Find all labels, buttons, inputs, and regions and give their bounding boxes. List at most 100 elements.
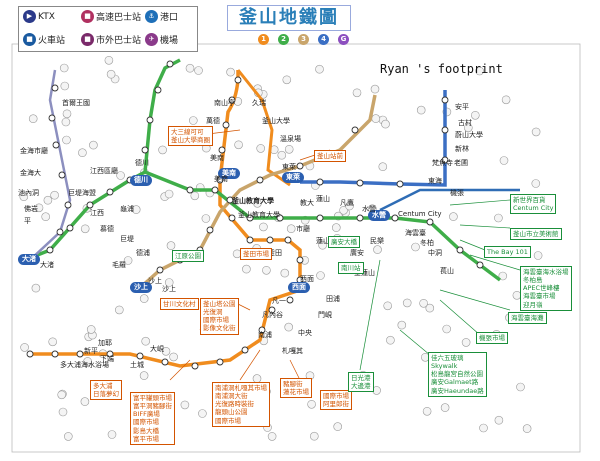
station-label[interactable]: 東萊 xyxy=(282,163,296,171)
station-label[interactable]: 機張 xyxy=(450,189,464,197)
station-label[interactable]: 田浦 xyxy=(326,295,340,303)
station-dot[interactable] xyxy=(48,114,56,122)
station-label[interactable]: 多大浦海水浴場 xyxy=(60,361,109,369)
station-dot[interactable] xyxy=(234,76,242,84)
station-label[interactable]: 溫泉場 xyxy=(280,135,301,143)
station-dot[interactable] xyxy=(46,246,54,254)
station-label[interactable]: 龜浦 xyxy=(120,205,134,213)
station-label[interactable]: 毛羅 xyxy=(112,261,126,269)
station-dot[interactable] xyxy=(56,228,64,236)
station-label[interactable]: 池內洞 xyxy=(18,189,39,197)
station-dot[interactable] xyxy=(58,171,66,179)
station-dot[interactable] xyxy=(316,178,324,186)
station-label[interactable]: 老圃 xyxy=(454,159,468,167)
station-label[interactable]: 南山亭 xyxy=(214,99,235,107)
station-label[interactable]: 土城 xyxy=(130,361,144,369)
station-dot[interactable] xyxy=(396,180,404,188)
station-dot[interactable] xyxy=(218,146,226,154)
station-label[interactable]: 新平 xyxy=(84,347,98,355)
station-label[interactable]: 久瑞 xyxy=(252,99,266,107)
station-dot[interactable] xyxy=(228,214,236,222)
station-dot[interactable] xyxy=(296,162,304,170)
station-label[interactable]: 德浦 xyxy=(136,249,150,257)
station-dot[interactable] xyxy=(356,214,364,222)
station-label[interactable]: 首爾王國 xyxy=(62,99,90,107)
station-dot[interactable] xyxy=(258,326,266,334)
station-label[interactable]: 廣安 xyxy=(350,249,364,257)
station-dot[interactable] xyxy=(246,236,254,244)
station-label[interactable]: 西面 xyxy=(300,275,314,283)
station-label[interactable]: 市廳 xyxy=(296,225,310,233)
station-dot[interactable] xyxy=(146,116,154,124)
station-label[interactable]: 德川 xyxy=(135,159,149,167)
station-label[interactable]: 蓮山 xyxy=(316,237,330,245)
station-label[interactable]: 梵魚寺 xyxy=(432,159,453,167)
station-label[interactable]: 江西區廳 xyxy=(90,167,118,175)
station-dot[interactable] xyxy=(284,236,292,244)
station-dot[interactable] xyxy=(211,186,219,194)
station-label[interactable]: 巨堤 xyxy=(120,235,134,243)
station-label[interactable]: 釜山大學 xyxy=(262,117,290,125)
station-label[interactable]: 門峴 xyxy=(318,311,332,319)
station-dot[interactable] xyxy=(191,362,199,370)
station-dot[interactable] xyxy=(222,121,230,129)
station-dot[interactable] xyxy=(76,350,84,358)
station-label[interactable]: 凡鷹 xyxy=(340,199,354,207)
station-label[interactable]: 新林 xyxy=(455,145,469,153)
station-dot[interactable] xyxy=(156,266,164,274)
station-label[interactable]: 蓮山 xyxy=(316,195,330,203)
station-dot[interactable] xyxy=(241,346,249,354)
station-dot[interactable] xyxy=(106,188,114,196)
station-dot[interactable] xyxy=(216,358,224,366)
station-label[interactable]: 東海 xyxy=(428,177,442,185)
station-dot[interactable] xyxy=(441,126,449,134)
station-label[interactable]: 海雲臺 xyxy=(405,229,426,237)
station-dot[interactable] xyxy=(316,214,324,222)
station-dot[interactable] xyxy=(441,156,449,164)
station-dot[interactable] xyxy=(296,256,304,264)
station-label[interactable]: 慕德 xyxy=(100,225,114,233)
station-label[interactable]: 美南 xyxy=(210,154,224,162)
station-dot[interactable] xyxy=(391,214,399,222)
station-dot[interactable] xyxy=(426,218,434,226)
station-dot[interactable] xyxy=(266,236,274,244)
station-label[interactable]: 札嘎其 xyxy=(282,347,303,355)
station-label[interactable]: 大渚 xyxy=(40,261,54,269)
station-label[interactable]: 冬柏 xyxy=(420,239,434,247)
station-label[interactable]: 凡內谷 xyxy=(262,311,283,319)
station-dot[interactable] xyxy=(52,141,60,149)
station-dot[interactable] xyxy=(268,306,276,314)
station-label[interactable]: 中央 xyxy=(298,329,312,337)
station-label[interactable]: 中洞 xyxy=(428,249,442,257)
station-dot[interactable] xyxy=(441,96,449,104)
station-label[interactable]: 沙上 xyxy=(162,285,176,293)
station-dot[interactable] xyxy=(64,201,72,209)
station-label[interactable]: 下端 xyxy=(100,355,114,363)
station-dot[interactable] xyxy=(246,214,254,222)
station-label[interactable]: 沙上 xyxy=(148,277,162,285)
station-label[interactable]: 巨堤海盟 xyxy=(68,189,96,197)
station-dot[interactable] xyxy=(356,179,364,187)
station-dot[interactable] xyxy=(256,176,264,184)
station-dot[interactable] xyxy=(51,84,59,92)
station-label[interactable]: 平 xyxy=(24,217,31,225)
station-label[interactable]: 釜田 xyxy=(268,249,282,257)
station-dot[interactable] xyxy=(136,352,144,360)
station-label[interactable]: 萬德 xyxy=(206,117,220,125)
station-label[interactable]: 美南 xyxy=(214,175,228,183)
station-dot[interactable] xyxy=(276,214,284,222)
station-dot[interactable] xyxy=(141,146,149,154)
station-label[interactable]: 金蓮山 xyxy=(354,269,375,277)
station-label[interactable]: 教大 xyxy=(300,199,314,207)
station-dot[interactable] xyxy=(351,126,359,134)
station-label[interactable]: 釜山教育大學 xyxy=(238,211,280,219)
station-label[interactable]: 大峴 xyxy=(150,345,164,353)
station-dot[interactable] xyxy=(456,246,464,254)
station-dot[interactable] xyxy=(26,350,34,358)
station-label[interactable]: 金海市廳 xyxy=(20,147,48,155)
station-label[interactable]: 民樂 xyxy=(370,237,384,245)
station-dot[interactable] xyxy=(51,350,59,358)
station-dot[interactable] xyxy=(228,96,236,104)
station-dot[interactable] xyxy=(286,296,294,304)
station-dot[interactable] xyxy=(106,350,114,358)
